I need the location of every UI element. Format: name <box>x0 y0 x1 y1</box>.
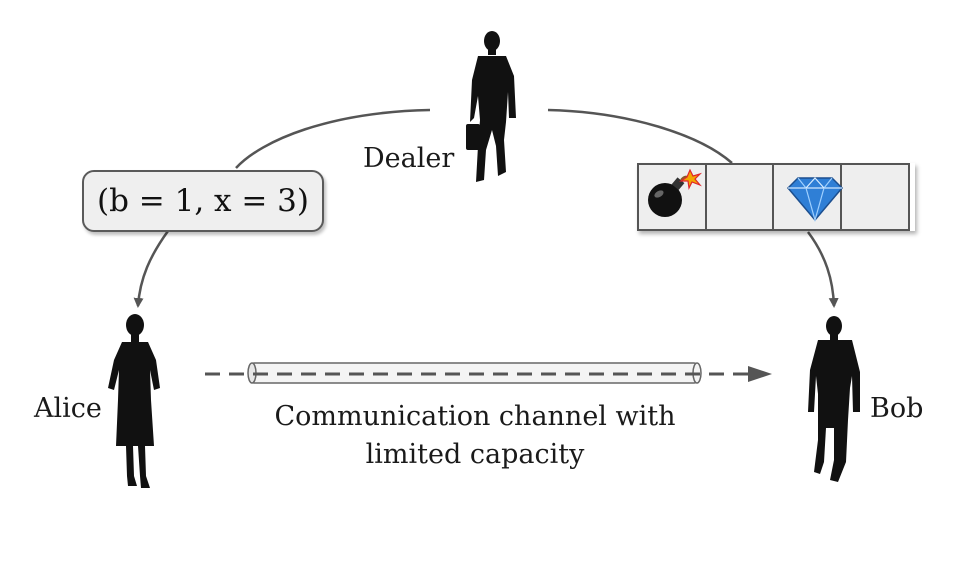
message-text: (b = 1, x = 3) <box>96 183 310 219</box>
slot-3 <box>772 163 842 231</box>
bob-arrow <box>806 231 839 308</box>
slot-2 <box>704 163 775 231</box>
dealer-to-alice-arc <box>235 108 431 169</box>
channel-caption: Communication channel with limited capac… <box>274 401 676 470</box>
alice-label: Alice <box>34 393 102 424</box>
alice-arrow <box>133 230 170 308</box>
diamond-icon <box>786 177 844 223</box>
slot-row <box>637 163 915 231</box>
alice-icon <box>108 314 160 488</box>
bomb-icon <box>648 168 703 217</box>
dealer-label: Dealer <box>363 143 455 174</box>
dealer-icon <box>466 31 516 182</box>
message-box: (b = 1, x = 3) <box>82 170 324 232</box>
slot-4 <box>839 163 910 231</box>
bob-label: Bob <box>870 393 924 424</box>
channel-arrowhead <box>748 366 772 382</box>
dealer-to-bob-arc <box>547 108 733 164</box>
bob-icon <box>808 316 860 482</box>
